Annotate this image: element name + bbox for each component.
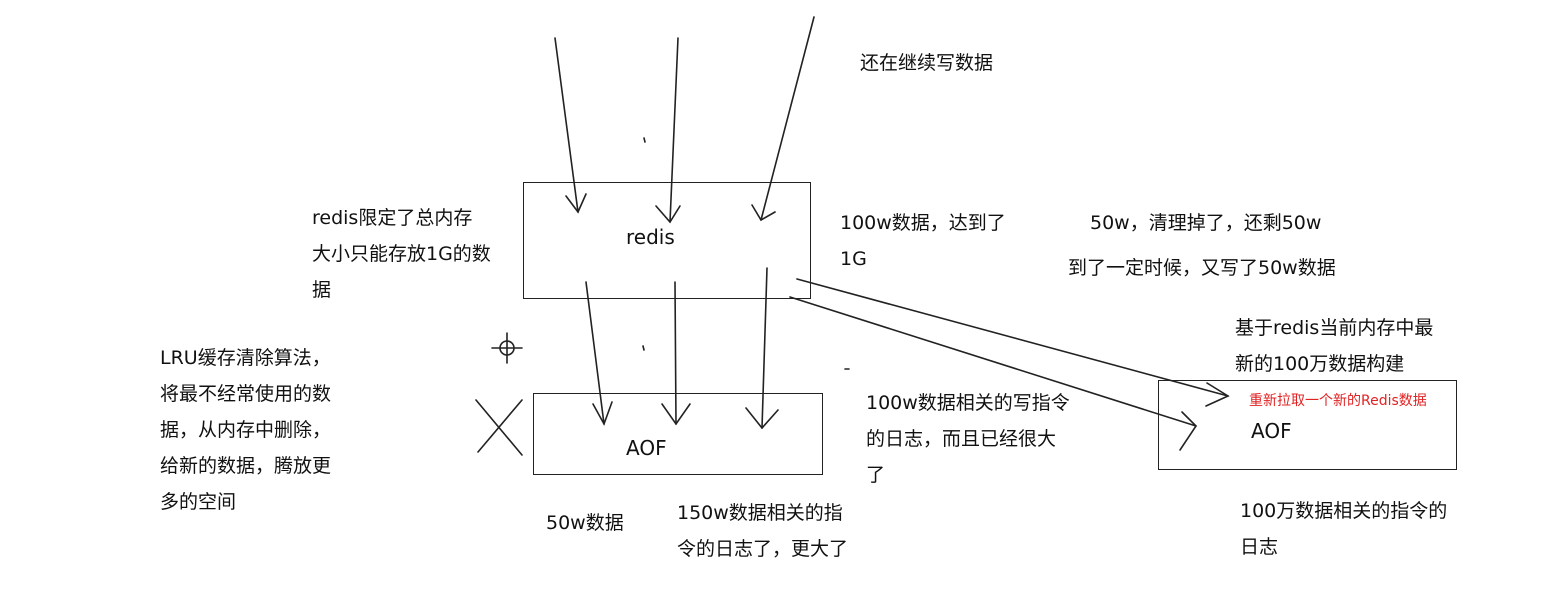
redis-limit-line-2: 大小只能存放1G的数 (312, 243, 491, 265)
lru-line-3: 据，从内存中删除， (160, 419, 332, 441)
arrow-in-1-head (565, 193, 587, 214)
lru-line-4: 给新的数据，腾放更 (160, 455, 332, 477)
cmd-log-150w-line-1: 150w数据相关的指 (677, 502, 843, 524)
arrow-down-1-head (592, 401, 613, 426)
aof-box-right: AOF (1158, 380, 1457, 470)
reached-1g-line-1: 100w数据，达到了 (840, 212, 1006, 234)
arrow-down-1 (585, 281, 605, 425)
cmd-log-100w-line-1: 100w数据相关的写指令 (866, 392, 1070, 414)
arrow-down-2-head (661, 403, 691, 426)
rebuild-line-1: 基于redis当前内存中最 (1235, 317, 1434, 339)
cmd-log-100w-line-3: 了 (866, 464, 886, 486)
aof-right-label: AOF (1251, 419, 1292, 443)
cross-mark-b (477, 399, 523, 453)
arrow-in-1 (554, 37, 579, 213)
lru-line-5: 多的空间 (160, 491, 237, 513)
cmd-log-100w-label: 100w数据相关的写指令 的日志，而且已经很大 了 (866, 385, 1070, 493)
lru-label: LRU缓存清除算法， 将最不经常使用的数 据，从内存中删除， 给新的数据，腾放更… (160, 340, 331, 520)
data-50w-label: 50w数据 (546, 512, 624, 534)
arrow-down-3 (761, 267, 768, 429)
arrow-in-3-head (751, 204, 776, 222)
reached-1g-label: 100w数据，达到了 1G (840, 205, 1006, 277)
cmd-log-1m-label: 100万数据相关的指令的 日志 (1240, 493, 1447, 565)
arrow-in-2-head (655, 205, 681, 224)
rebuild-line-2: 新的100万数据构建 (1235, 353, 1405, 375)
still-writing-label: 还在继续写数据 (860, 52, 994, 74)
arrow-right-2-head (1179, 411, 1198, 451)
redis-limit-line-1: redis限定了总内存 (312, 207, 473, 229)
redis-limit-label: redis限定了总内存 大小只能存放1G的数 据 (312, 200, 491, 308)
reached-1g-line-2: 1G (840, 248, 867, 270)
wrote-50w-more-label: 到了一定时候，又写了50w数据 (1068, 257, 1336, 279)
aof-left-label: AOF (626, 436, 667, 460)
cmd-log-100w-line-2: 的日志，而且已经很大 (866, 428, 1057, 450)
lru-line-1: LRU缓存清除算法， (160, 347, 331, 369)
cmd-log-150w-line-2: 令的日志了，更大了 (677, 538, 849, 560)
arrow-right-1-head (1205, 382, 1230, 407)
arrow-down-2 (674, 281, 677, 425)
redis-box-label: redis (626, 225, 675, 249)
arrow-right-2 (789, 296, 1197, 427)
arrow-in-3 (760, 16, 815, 221)
cleaned-50w-label: 50w，清理掉了，还剩50w (1090, 212, 1322, 234)
cmd-log-150w-label: 150w数据相关的指 令的日志了，更大了 (677, 495, 848, 567)
aof-box-left: AOF (533, 393, 823, 475)
redis-limit-line-3: 据 (312, 279, 332, 301)
rebuild-label: 基于redis当前内存中最 新的100万数据构建 (1235, 310, 1433, 382)
arrow-in-2 (669, 37, 679, 223)
lru-line-2: 将最不经常使用的数 (160, 383, 332, 405)
arrow-right-1 (796, 278, 1229, 397)
redis-box: redis (523, 182, 811, 299)
cmd-log-1m-line-2: 日志 (1240, 536, 1279, 558)
cmd-log-1m-line-1: 100万数据相关的指令的 (1240, 500, 1448, 522)
arrow-down-3-head (745, 407, 779, 430)
pull-new-redis-annotation: 重新拉取一个新的Redis数据 (1249, 393, 1427, 409)
